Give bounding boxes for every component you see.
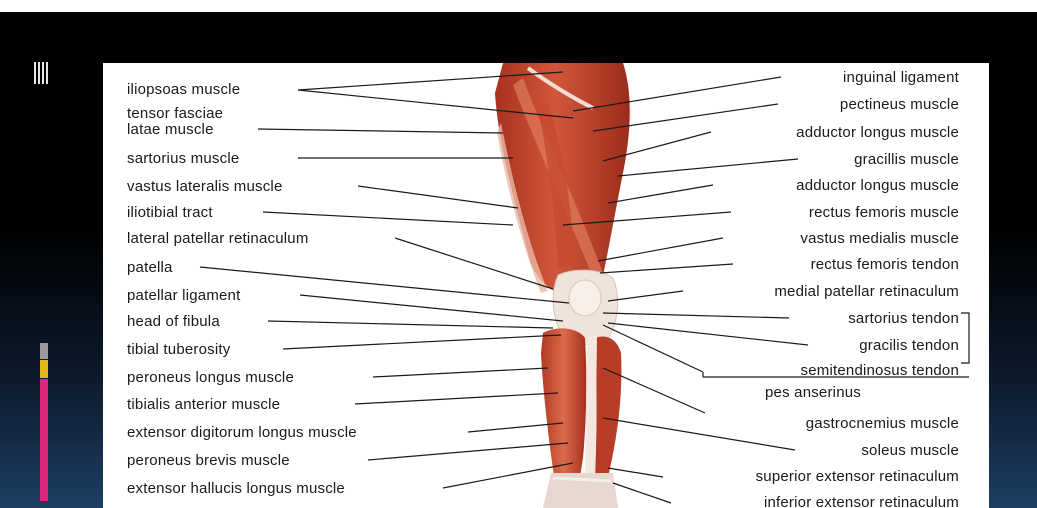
label-sartorius-tendon: sartorius tendon bbox=[848, 310, 959, 327]
label-latae-muscle: latae muscle bbox=[127, 121, 214, 138]
label-sartorius-muscle: sartorius muscle bbox=[127, 150, 239, 167]
label-extensor-hallucis-longus: extensor hallucis longus muscle bbox=[127, 480, 345, 497]
label-gastrocnemius: gastrocnemius muscle bbox=[806, 415, 959, 432]
label-rectus-femoris-muscle: rectus femoris muscle bbox=[809, 204, 959, 221]
label-head-of-fibula: head of fibula bbox=[127, 313, 220, 330]
label-adductor-longus-1: adductor longus muscle bbox=[796, 124, 959, 141]
label-patellar-ligament: patellar ligament bbox=[127, 287, 240, 304]
patella-shape bbox=[569, 280, 601, 316]
label-superior-extensor-retinaculum: superior extensor retinaculum bbox=[756, 468, 959, 485]
top-white-bar bbox=[0, 0, 1037, 12]
label-gracilis-tendon: gracilis tendon bbox=[859, 337, 959, 354]
label-tibialis-anterior: tibialis anterior muscle bbox=[127, 396, 280, 413]
label-lateral-patellar-retinaculum: lateral patellar retinaculum bbox=[127, 230, 309, 247]
leg-anatomy-diagram: iliopsoas muscle tensor fasciae latae mu… bbox=[103, 63, 989, 508]
label-iliotibial-tract: iliotibial tract bbox=[127, 204, 213, 221]
bars-icon bbox=[34, 62, 50, 84]
label-inguinal-ligament: inguinal ligament bbox=[843, 69, 959, 86]
label-vastus-medialis: vastus medialis muscle bbox=[800, 230, 959, 247]
label-rectus-femoris-tendon: rectus femoris tendon bbox=[811, 256, 959, 273]
label-patella: patella bbox=[127, 259, 173, 276]
label-extensor-digitorum-longus: extensor digitorum longus muscle bbox=[127, 424, 357, 441]
label-gracillis-muscle: gracillis muscle bbox=[854, 151, 959, 168]
label-semitendinosus-tendon: semitendinosus tendon bbox=[801, 362, 959, 379]
calf-muscles bbox=[595, 336, 621, 475]
label-medial-patellar-retinaculum: medial patellar retinaculum bbox=[774, 283, 959, 300]
label-vastus-lateralis: vastus lateralis muscle bbox=[127, 178, 283, 195]
label-soleus: soleus muscle bbox=[861, 442, 959, 459]
label-peroneus-brevis: peroneus brevis muscle bbox=[127, 452, 290, 469]
label-peroneus-longus: peroneus longus muscle bbox=[127, 369, 294, 386]
accent-bar-magenta bbox=[40, 379, 48, 501]
label-pectineus: pectineus muscle bbox=[840, 96, 959, 113]
lower-leg-muscles bbox=[541, 328, 586, 483]
label-tensor-fasciae: tensor fasciae bbox=[127, 105, 223, 122]
tibia-shaft bbox=[585, 335, 597, 483]
accent-bar-yellow bbox=[40, 360, 48, 378]
label-adductor-longus-2: adductor longus muscle bbox=[796, 177, 959, 194]
accent-bar-gray bbox=[40, 343, 48, 359]
label-iliopsoas: iliopsoas muscle bbox=[127, 81, 240, 98]
label-pes-anserinus: pes anserinus bbox=[765, 384, 861, 401]
label-tibial-tuberosity: tibial tuberosity bbox=[127, 341, 230, 358]
label-inferior-extensor-retinaculum: inferior extensor retinaculum bbox=[764, 494, 959, 508]
